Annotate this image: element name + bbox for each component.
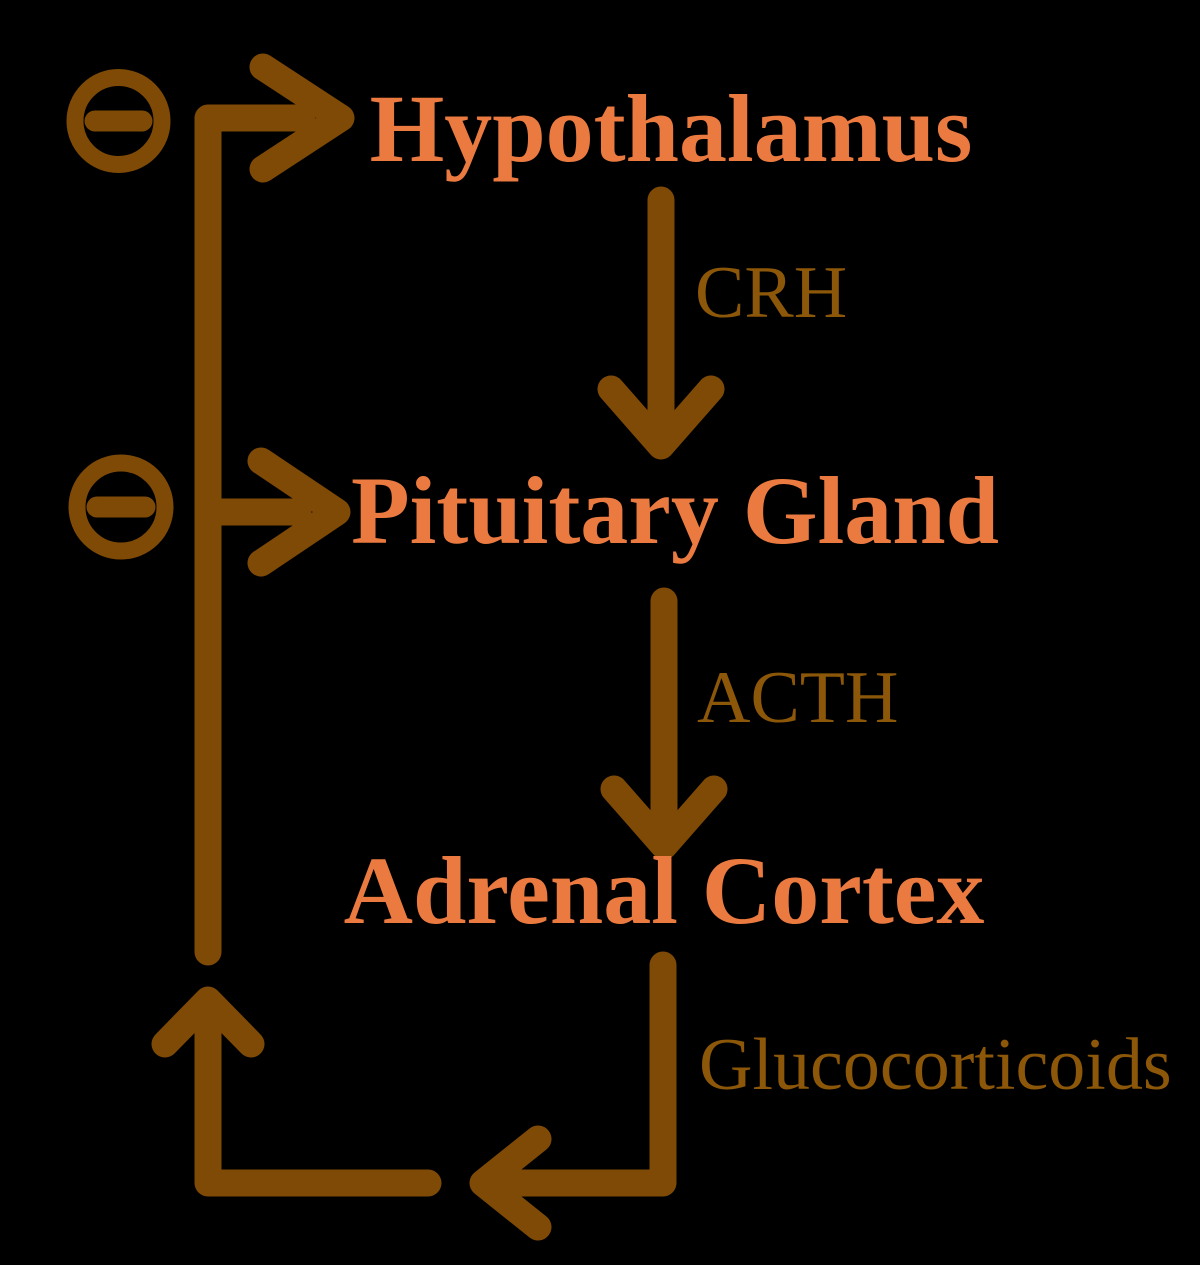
arrowhead-to-hypothalamus-icon [249,53,355,183]
gluco-loop-left-arrowhead-icon [469,1125,552,1241]
gluco-loop-right-line [476,951,677,1197]
minus-circle-hypothalamus-icon [66,69,171,173]
acth-arrowhead-icon [600,775,728,860]
arrowhead-to-pituitary-icon [247,447,351,577]
crh-arrowhead-icon [597,375,725,460]
minus-circle-pituitary-icon [68,454,174,560]
feedback-spine-line [194,104,316,966]
node-label-hypothalamus: Hypothalamus [369,75,973,182]
gluco-loop-left-line [194,994,442,1197]
node-label-pituitary-gland: Pituitary Gland [350,457,1000,564]
node-label-adrenal-cortex: Adrenal Cortex [343,837,985,944]
gluco-loop-up-arrowhead-icon [151,986,265,1058]
hormone-label-acth: ACTH [697,657,899,739]
hormone-label-glucocorticoids: Glucocorticoids [699,1024,1172,1106]
hormone-label-crh: CRH [695,252,848,334]
